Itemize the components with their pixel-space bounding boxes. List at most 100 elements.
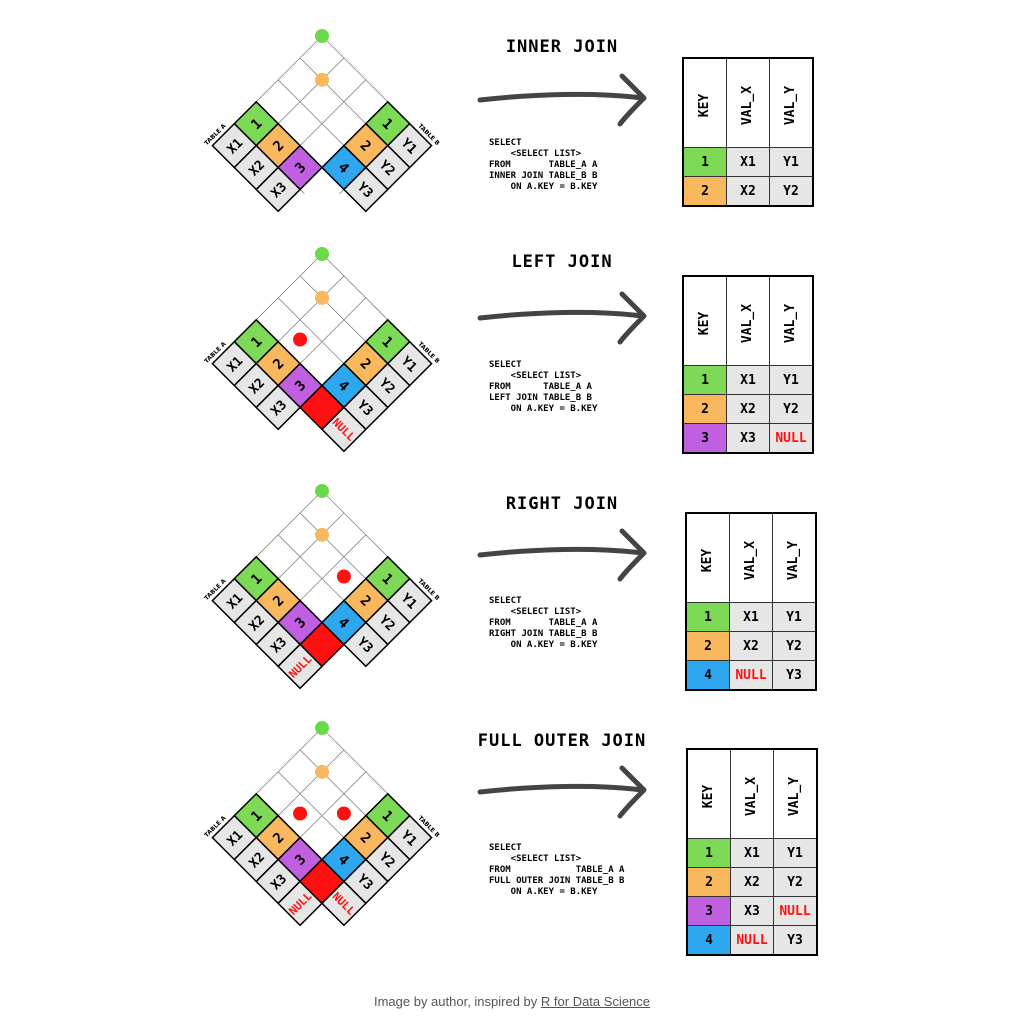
result-valy-cell: Y1 — [773, 838, 818, 868]
caption-text: Image by author, inspired by — [373, 994, 541, 1009]
match-dot-2 — [315, 72, 329, 87]
result-valx-cell: X2 — [730, 867, 774, 897]
result-header-val-x: VAL_X — [726, 57, 770, 148]
result-header-key: KEY — [685, 512, 730, 603]
result-key-cell: 4 — [686, 925, 731, 956]
result-header-label: KEY — [701, 784, 717, 808]
result-valy-cell: Y2 — [772, 631, 817, 661]
result-key-cell: 2 — [686, 867, 731, 897]
result-key-cell: 1 — [682, 147, 727, 177]
sql-query: SELECT <SELECT LIST> FROM TABLE_A A LEFT… — [489, 360, 598, 414]
result-header-val-y: VAL_Y — [772, 512, 817, 603]
result-valy-cell: NULL — [769, 423, 814, 454]
result-valx-cell: X2 — [726, 176, 770, 207]
sql-query: SELECT <SELECT LIST> FROM TABLE_A A RIGH… — [489, 596, 598, 650]
result-key-cell: 1 — [686, 838, 731, 868]
image-caption: Image by author, inspired by R for Data … — [0, 994, 1024, 1009]
result-valy-cell: Y1 — [769, 147, 814, 177]
result-valx-cell: NULL — [729, 660, 773, 691]
result-valx-cell: X1 — [730, 838, 774, 868]
result-key-cell: 2 — [682, 394, 727, 424]
result-header-val-y: VAL_Y — [773, 748, 818, 839]
match-dot-1 — [315, 29, 329, 43]
join-dots — [293, 247, 329, 347]
result-header-val-y: VAL_Y — [769, 57, 814, 148]
result-header-label: VAL_Y — [783, 85, 799, 125]
null-dot-right — [336, 569, 351, 584]
caption-link[interactable]: R for Data Science — [540, 994, 651, 1009]
arrow-icon — [477, 291, 647, 345]
result-header-label: KEY — [697, 311, 713, 335]
result-key-cell: 3 — [686, 896, 731, 926]
result-header-label: VAL_Y — [783, 303, 799, 343]
match-dot-2 — [315, 527, 329, 542]
value-cell — [255, 384, 302, 431]
result-header-val-y: VAL_Y — [769, 275, 814, 366]
result-header-label: VAL_X — [740, 85, 756, 125]
result-valx-cell: X1 — [726, 147, 770, 177]
result-header-val-x: VAL_X — [729, 512, 773, 603]
result-valy-cell: Y2 — [773, 867, 818, 897]
null-dot-left — [293, 332, 308, 347]
result-header-label: VAL_Y — [787, 776, 803, 816]
arrow-icon — [477, 528, 647, 582]
result-valy-cell: Y2 — [769, 176, 814, 207]
value-cell — [342, 621, 389, 668]
join-dots — [315, 29, 329, 87]
result-key-cell: 1 — [685, 602, 730, 632]
join-title: INNER JOIN — [505, 37, 619, 57]
result-valx-cell: X3 — [726, 423, 770, 454]
result-header-label: VAL_X — [744, 776, 760, 816]
sql-query: SELECT <SELECT LIST> FROM TABLE_A A INNE… — [489, 138, 598, 192]
result-header-row: KEY VAL_X VAL_Y — [682, 275, 814, 366]
match-dot-1 — [315, 721, 329, 735]
result-valy-cell: Y3 — [773, 925, 818, 956]
result-valx-cell: NULL — [730, 925, 774, 956]
result-header-label: KEY — [700, 548, 716, 572]
null-dot-right — [336, 806, 351, 821]
result-header-label: VAL_Y — [786, 540, 802, 580]
match-dot-1 — [315, 484, 329, 498]
result-header-key: KEY — [682, 57, 727, 148]
arrow-icon — [477, 765, 647, 819]
result-valy-cell: Y2 — [769, 394, 814, 424]
result-valx-cell: X1 — [726, 365, 770, 395]
null-value-cell — [320, 406, 367, 453]
join-title: FULL OUTER JOIN — [477, 731, 647, 751]
result-valx-cell: X2 — [729, 631, 773, 661]
sql-query: SELECT <SELECT LIST> FROM TABLE_A A FULL… — [489, 843, 625, 897]
match-dot-1 — [315, 247, 329, 261]
match-dot-2 — [315, 290, 329, 305]
result-header-label: VAL_X — [740, 303, 756, 343]
result-key-cell: 4 — [685, 660, 730, 691]
match-dot-2 — [315, 764, 329, 779]
null-value-cell — [277, 643, 324, 690]
result-key-cell: 3 — [682, 423, 727, 454]
result-valy-cell: Y3 — [772, 660, 817, 691]
result-header-label: VAL_X — [743, 540, 759, 580]
result-key-cell: 2 — [685, 631, 730, 661]
arrow-icon — [477, 73, 647, 127]
